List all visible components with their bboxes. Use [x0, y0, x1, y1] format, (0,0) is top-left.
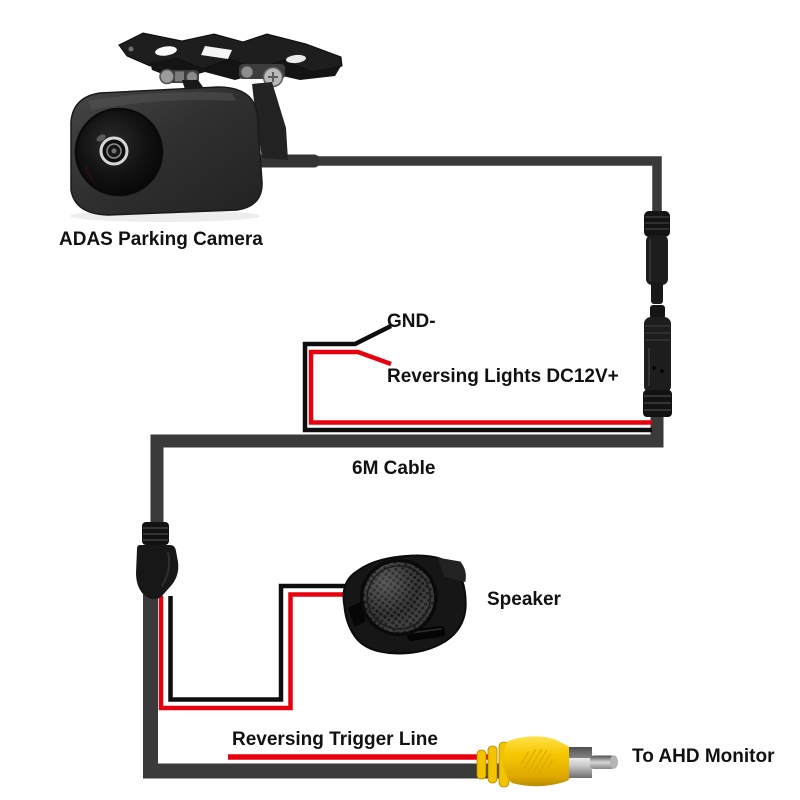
camera-top-sheen: [88, 92, 236, 110]
camera-illustration: [70, 32, 343, 222]
speaker-wire-red: [158, 592, 358, 711]
camera-to-connector-cable: [250, 156, 662, 216]
male-connector: [644, 211, 670, 304]
camera-label: ADAS Parking Camera: [59, 229, 263, 250]
camera-lens: [74, 107, 164, 197]
speaker-flange: [437, 557, 466, 582]
speaker-wire-black: [168, 583, 358, 702]
power-wires: [302, 323, 652, 433]
inline-connector: [136, 522, 179, 600]
gnd-wire: [302, 323, 652, 433]
trigger-line-label: Reversing Trigger Line: [232, 729, 438, 750]
cable-to-monitor: [143, 592, 506, 779]
monitor-output-label: To AHD Monitor: [632, 746, 775, 767]
reversing-lights-label: Reversing Lights DC12V+: [387, 366, 619, 387]
female-connector: [643, 305, 672, 417]
six-meter-cable: [150, 408, 664, 526]
bracket-screws: [159, 64, 285, 88]
bracket-leg-right: [252, 82, 288, 160]
mounting-bracket: [118, 32, 343, 80]
cable-runs: [143, 154, 664, 779]
speaker-label: Speaker: [487, 589, 561, 610]
reversing-lights-wire: [308, 349, 652, 425]
gnd-label: GND-: [387, 311, 436, 332]
rca-pin: [590, 755, 615, 769]
rca-connector: [476, 736, 618, 788]
cable-length-label: 6M Cable: [352, 458, 436, 479]
rca-grip-texture: [521, 748, 553, 774]
speaker-illustration: [342, 554, 467, 655]
speaker-wires: [158, 583, 358, 711]
speaker-notch: [347, 601, 366, 627]
